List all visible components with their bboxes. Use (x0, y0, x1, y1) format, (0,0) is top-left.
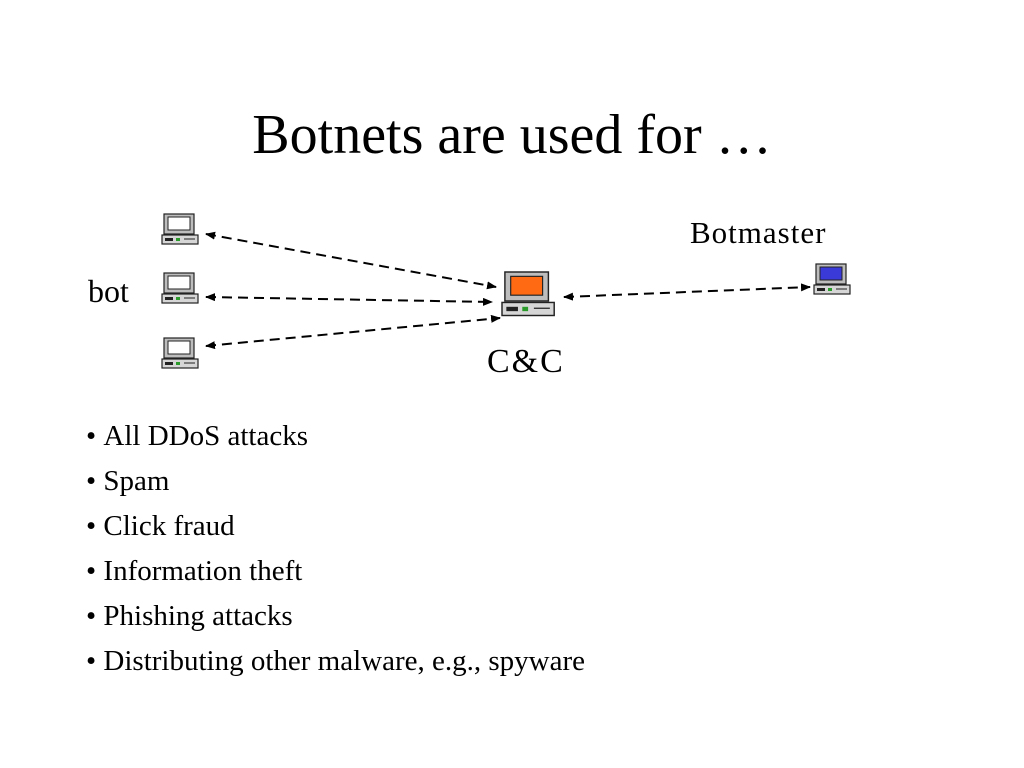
bot-computer-icon-3 (161, 337, 199, 369)
cc-server-icon (501, 271, 555, 317)
bullet-item: Click fraud (86, 504, 585, 549)
bullet-item: Information theft (86, 549, 585, 594)
cc-screen (510, 275, 544, 296)
arrow-bot2-cc (205, 293, 493, 306)
botnet-diagram: bot C&C Botmaster (88, 213, 851, 380)
cc-label: C&C (487, 343, 565, 380)
bullet-item: All DDoS attacks (86, 414, 585, 459)
bot-label: bot (88, 273, 129, 309)
bullet-list: All DDoS attacks Spam Click fraud Inform… (86, 414, 585, 684)
bullet-item: Phishing attacks (86, 594, 585, 639)
bot-computer-icon-1 (161, 213, 199, 245)
botmaster-label: Botmaster (690, 215, 826, 250)
arrow-cc-botmaster (563, 283, 811, 301)
botmaster-computer-icon (813, 263, 851, 295)
bullet-item: Spam (86, 459, 585, 504)
arrow-bot3-cc (205, 314, 501, 350)
arrow-bot1-cc (205, 231, 497, 290)
slide-title: Botnets are used for … (252, 104, 772, 166)
bot-computer-icon-2 (161, 272, 199, 304)
bullet-item: Distributing other malware, e.g., spywar… (86, 639, 585, 684)
botmaster-screen (819, 266, 843, 281)
